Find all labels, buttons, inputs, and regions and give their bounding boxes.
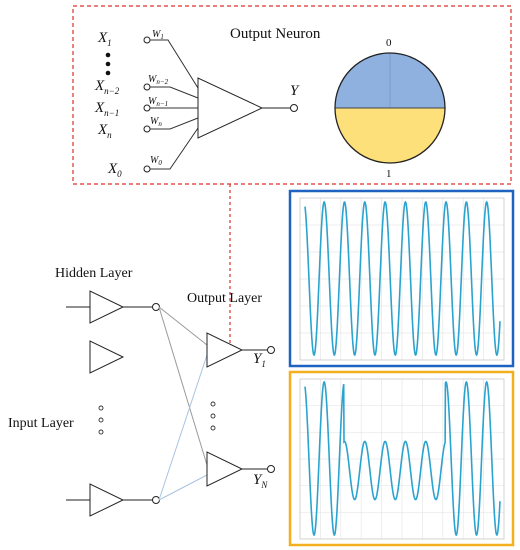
weight-wn1-label: Wn−1 — [148, 96, 168, 108]
output-layer-label: Output Layer — [187, 291, 262, 306]
signal-plot-1-waveform — [304, 200, 501, 357]
hidden-layer-label: Hidden Layer — [55, 266, 133, 281]
weighted-input-wires — [150, 39, 199, 170]
input-xn2-label: Xn−2 — [94, 78, 120, 96]
output-neurons — [206, 332, 267, 487]
ellipsis-dot — [105, 61, 111, 67]
output-terminal-y1 — [267, 346, 275, 354]
neuron-output-terminal — [290, 104, 298, 112]
weight-wn-label: Wn — [150, 116, 162, 128]
hidden-ellipsis — [98, 405, 104, 435]
neuron-output-label: Y — [290, 83, 300, 99]
input-x1-label: X1 — [97, 30, 112, 48]
ellipsis-dot — [105, 52, 111, 58]
weight-wn2-label: Wn−2 — [148, 74, 169, 86]
input-layer-label: Input Layer — [8, 416, 74, 431]
signal-plot-1 — [288, 189, 515, 368]
network-connections — [158, 306, 208, 501]
output-neuron-title: Output Neuron — [230, 26, 321, 42]
sphere-bottom-label: 1 — [386, 168, 392, 180]
hidden-output-terminal — [152, 303, 160, 311]
weight-w1-label: W1 — [152, 29, 164, 41]
output-terminal-yn — [267, 465, 275, 473]
output-ellipsis — [210, 401, 216, 431]
signal-plot-2-waveform — [304, 380, 501, 537]
output-y1-label: Y1 — [253, 351, 266, 369]
ellipsis-dot — [105, 70, 111, 76]
input-xn1-label: Xn−1 — [94, 100, 119, 118]
output-neuron-box — [72, 5, 512, 185]
input-xn-label: Xn — [97, 122, 112, 140]
weight-w0-label: W0 — [150, 155, 162, 167]
signal-plot-1-frame — [288, 189, 515, 368]
output-yn-label: YN — [253, 472, 268, 490]
output-neuron-triangle — [197, 77, 264, 139]
bloch-sphere — [334, 52, 446, 164]
hidden-neurons — [66, 290, 153, 517]
sphere-top-label: 0 — [386, 37, 392, 49]
input-x0-label: X0 — [107, 161, 122, 179]
hidden-output-terminal — [152, 496, 160, 504]
signal-plot-2 — [288, 370, 515, 547]
